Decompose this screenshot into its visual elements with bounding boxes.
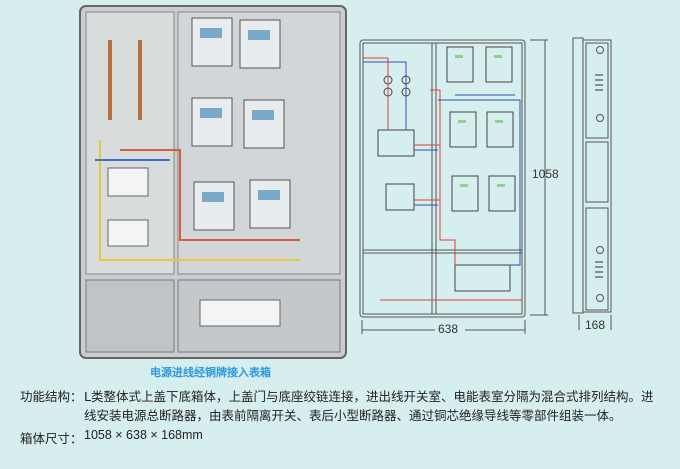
size-value: 1058 × 638 × 168mm xyxy=(84,428,203,442)
size-label: 箱体尺寸： xyxy=(20,431,83,446)
function-label: 功能结构： xyxy=(20,389,83,404)
wiring-diagram xyxy=(359,39,548,334)
width-dimension: 638 xyxy=(438,322,459,336)
meter-box-photo xyxy=(79,5,347,359)
function-text-line2: 线安装电源总断路器，由表前隔离开关、表后小型断路器、通过铜芯绝缘导线等零部件组装… xyxy=(84,408,622,423)
depth-dimension: 168 xyxy=(585,318,606,332)
photo-caption: 电源进线经铜牌接入表箱 xyxy=(150,366,271,379)
function-text-line1: L类整体式上盖下底箱体，上盖门与底座绞链连接，进出线开关室、电能表室分隔为混合式… xyxy=(84,389,654,404)
side-view-diagram xyxy=(572,37,612,330)
height-dimension: 1058 xyxy=(532,167,559,181)
